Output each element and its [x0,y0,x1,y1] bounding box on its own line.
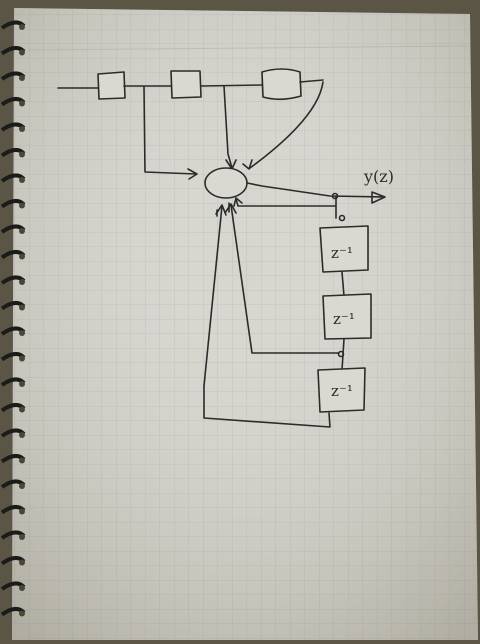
tap-2 [223,85,233,169]
feedback-return-2 [230,204,340,354]
input-line-3 [200,84,263,87]
spiral-hole [19,228,25,234]
spiral-hole [19,534,25,540]
feedback-return-1 [235,198,337,207]
tap-1-arrow [187,168,198,180]
output-tap [331,192,339,200]
spiral-hole [19,559,25,566]
feedback-return-3-arrow [215,204,227,216]
delay-block-3 [317,367,366,413]
spiral-hole [19,75,25,81]
input-block-3 [261,68,302,101]
feedback-return-3 [203,205,331,428]
spiral-hole [19,355,25,362]
spiral-hole [19,151,25,158]
spiral-hole [19,126,25,132]
tap-1 [143,86,197,175]
spiral-hole [19,253,25,260]
spiral-hole [19,381,25,387]
output-arrow [371,191,386,204]
spiral-hole [19,457,25,464]
spiral-hole [19,406,25,413]
signal-flow-diagram [57,68,386,428]
input-block-2 [170,70,202,99]
spiral-hole [19,330,25,336]
delay-label-2: z⁻¹ [333,310,355,328]
delay-label-1: z⁻¹ [331,244,353,262]
tap-3 [249,81,324,169]
feedback-return-2-arrow [224,203,237,214]
spiral-hole [19,279,25,285]
spiral-hole [19,432,25,438]
delay-block-2 [322,293,372,340]
spiral-hole [19,49,25,56]
spiral-hole [19,483,25,489]
spiral-hole [19,100,25,107]
delay-block-1 [319,225,369,273]
feedback-tap-2 [337,350,345,358]
summing-node [204,167,248,199]
spiral-hole [19,304,25,311]
tap-3-arrow [242,159,253,170]
feedback-line-2 [341,271,345,297]
spiral-hole [19,585,25,591]
spiral-binding [0,20,26,617]
spiral-hole [19,24,25,30]
notebook-page [12,8,478,640]
output-label: y(z) [363,167,394,186]
spiral-hole [19,508,25,515]
input-block-1 [97,71,126,100]
feedback-tap-1 [338,214,346,222]
feedback-return-1-arrow [233,197,243,207]
spiral-hole [19,610,25,617]
input-line-4 [299,79,324,83]
spiral-hole [19,177,25,183]
output-line [246,182,385,198]
diagram-labels: y(z) z⁻¹ z⁻¹ z⁻¹ [331,167,394,400]
delay-label-3: z⁻¹ [331,382,353,400]
spiral-hole [19,202,25,209]
